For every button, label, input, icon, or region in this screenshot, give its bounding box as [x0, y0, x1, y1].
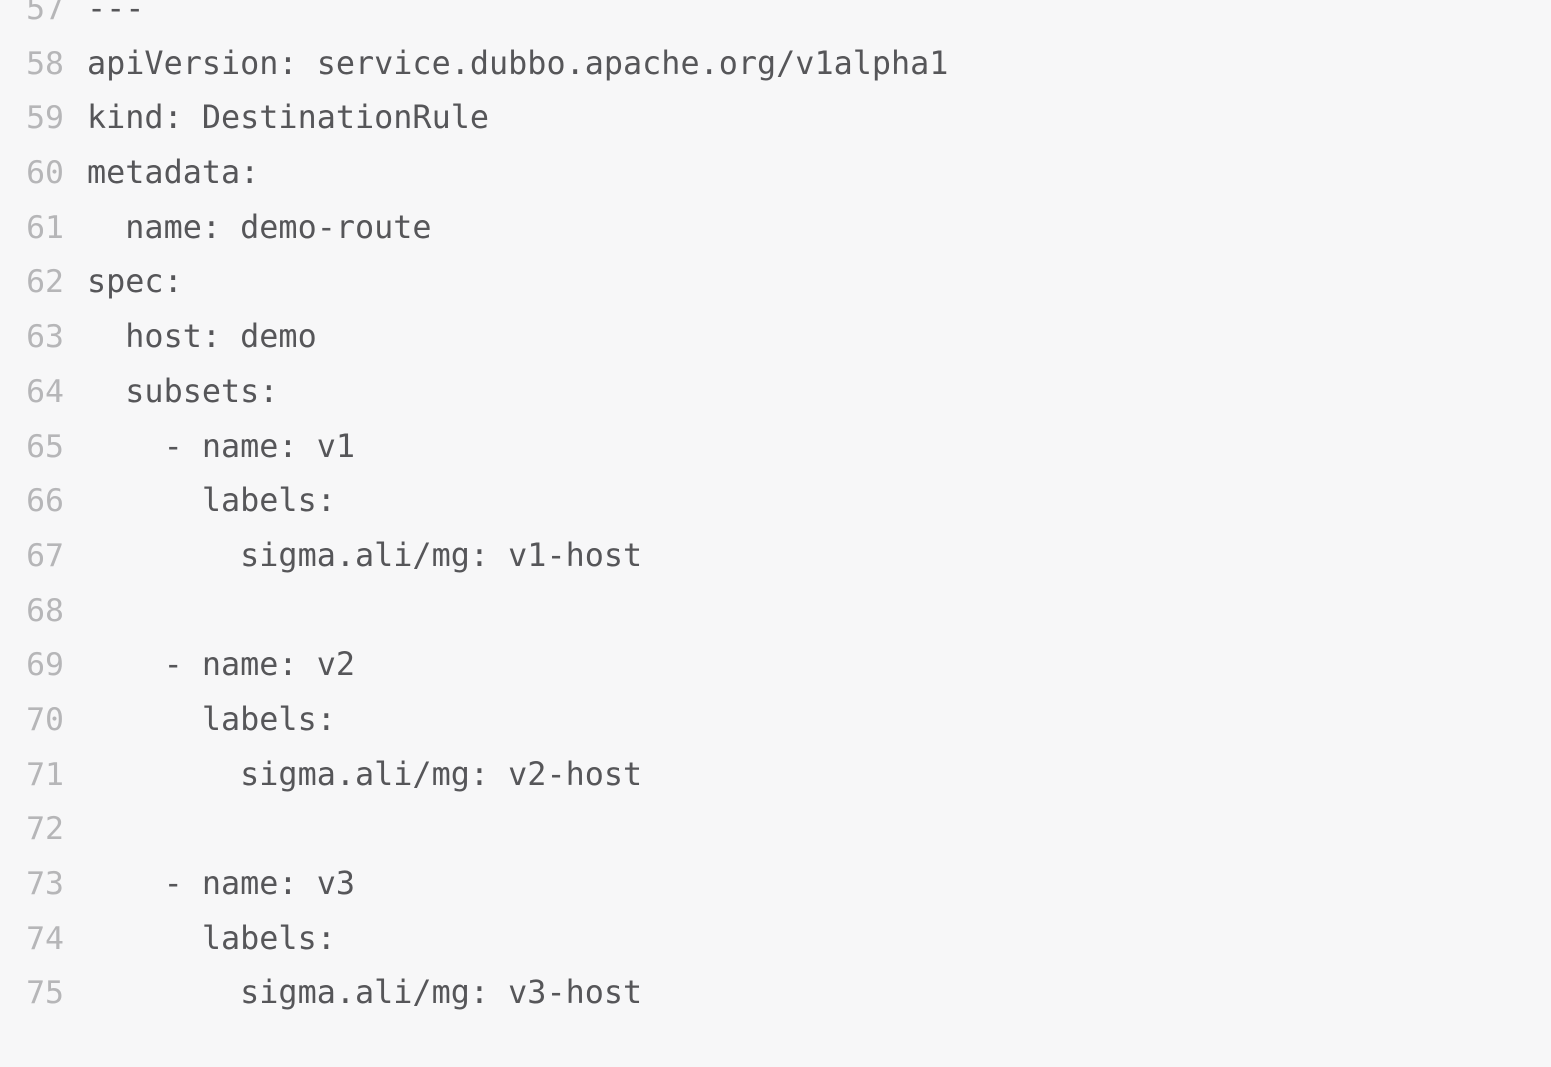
code-line[interactable]: 60 metadata: — [0, 146, 1551, 201]
line-number: 57 — [26, 0, 64, 27]
code-line[interactable]: 75 sigma.ali/mg: v3-host — [0, 966, 1551, 1021]
code-line[interactable]: 71 sigma.ali/mg: v2-host — [0, 748, 1551, 803]
code-line[interactable]: 61 name: demo-route — [0, 201, 1551, 256]
line-number: 66 — [26, 483, 64, 520]
line-number: 67 — [26, 537, 64, 574]
line-number: 69 — [26, 647, 64, 684]
line-content[interactable]: metadata: — [87, 154, 260, 192]
line-content[interactable]: spec: — [87, 263, 183, 301]
line-number: 64 — [26, 373, 64, 410]
line-content[interactable]: labels: — [87, 482, 336, 520]
code-line[interactable]: 72 — [0, 802, 1551, 857]
line-content[interactable] — [64, 584, 1551, 639]
code-line[interactable]: 74 labels: — [0, 912, 1551, 967]
line-number: 68 — [26, 592, 64, 629]
code-line[interactable]: 65 - name: v1 — [0, 420, 1551, 475]
line-number: 62 — [26, 264, 64, 301]
code-line[interactable]: 69 - name: v2 — [0, 638, 1551, 693]
line-content[interactable]: kind: DestinationRule — [87, 99, 490, 137]
line-content[interactable]: - name: v1 — [87, 427, 356, 465]
code-line[interactable]: 63 host: demo — [0, 310, 1551, 365]
line-content[interactable]: - name: v2 — [87, 646, 356, 684]
line-number: 61 — [26, 209, 64, 246]
code-line[interactable]: 66 labels: — [0, 474, 1551, 529]
line-number: 58 — [26, 45, 64, 82]
line-number: 63 — [26, 319, 64, 356]
line-number: 71 — [26, 756, 64, 793]
code-line[interactable]: 59 kind: DestinationRule — [0, 91, 1551, 146]
code-scroll-container: 57 --- 58 apiVersion: service.dubbo.apac… — [0, 0, 1551, 1021]
line-content[interactable]: sigma.ali/mg: v3-host — [87, 974, 643, 1012]
line-content[interactable]: apiVersion: service.dubbo.apache.org/v1a… — [87, 44, 949, 82]
line-content[interactable] — [64, 802, 1551, 857]
line-content[interactable]: host: demo — [87, 318, 317, 356]
line-number: 59 — [26, 100, 64, 137]
line-number: 72 — [26, 811, 64, 848]
line-number: 65 — [26, 428, 64, 465]
line-content[interactable]: - name: v3 — [87, 865, 356, 902]
code-line[interactable]: 57 --- — [0, 0, 1551, 37]
code-line[interactable]: 68 — [0, 584, 1551, 639]
line-content[interactable]: sigma.ali/mg: v1-host — [87, 536, 643, 574]
line-content[interactable]: subsets: — [87, 372, 279, 410]
line-content[interactable]: sigma.ali/mg: v2-host — [87, 755, 643, 793]
code-line[interactable]: 67 sigma.ali/mg: v1-host — [0, 529, 1551, 584]
line-number: 73 — [26, 866, 64, 902]
line-number: 70 — [26, 701, 64, 738]
code-line[interactable]: 73 - name: v3 — [0, 857, 1551, 912]
line-content[interactable]: labels: — [87, 919, 336, 957]
line-number: 75 — [26, 975, 64, 1012]
code-line[interactable]: 62 spec: — [0, 255, 1551, 310]
code-line[interactable]: 70 labels: — [0, 693, 1551, 748]
line-number: 60 — [26, 155, 64, 192]
line-content[interactable]: --- — [87, 0, 145, 27]
code-line[interactable]: 58 apiVersion: service.dubbo.apache.org/… — [0, 37, 1551, 92]
line-content[interactable]: labels: — [87, 700, 336, 738]
code-line[interactable]: 64 subsets: — [0, 365, 1551, 420]
line-content[interactable]: name: demo-route — [87, 208, 432, 246]
line-number: 74 — [26, 920, 64, 957]
